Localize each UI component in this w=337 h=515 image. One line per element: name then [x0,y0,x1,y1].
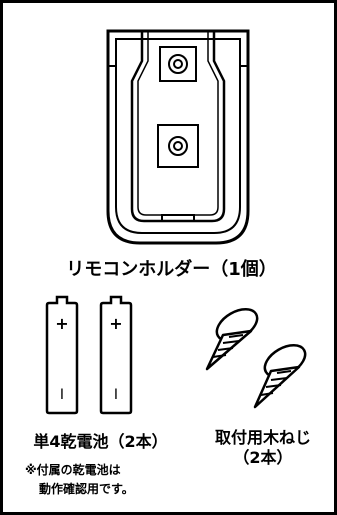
battery-2-minus: I [114,387,118,403]
battery-1-plus: + [55,314,68,333]
screw-1-icon [205,308,259,371]
battery-2-illustration: + I [99,295,133,415]
screw-label: 取付用木ねじ （2本） [193,428,333,468]
upper-screw-hole [159,46,197,82]
battery-1-illustration: + I [45,295,79,415]
remote-holder-illustration [106,29,250,245]
battery-note: ※付属の乾電池は 動作確認用です。 [25,461,225,499]
lower-screw-hole [157,124,199,168]
screw-2-icon [253,344,307,409]
remote-holder-label: リモコンホルダー（1個） [66,259,277,280]
note-line2: 動作確認用です。 [39,482,134,496]
wood-screws-illustration [205,308,307,409]
note-line1: ※付属の乾電池は [25,463,121,477]
battery-2-plus: + [109,314,122,333]
battery-1-minus: I [60,387,64,403]
screw-label-line1: 取付用木ねじ [214,428,311,447]
battery-label: 単4乾電池（2本） [33,432,168,451]
screw-label-line2: （2本） [233,448,293,467]
